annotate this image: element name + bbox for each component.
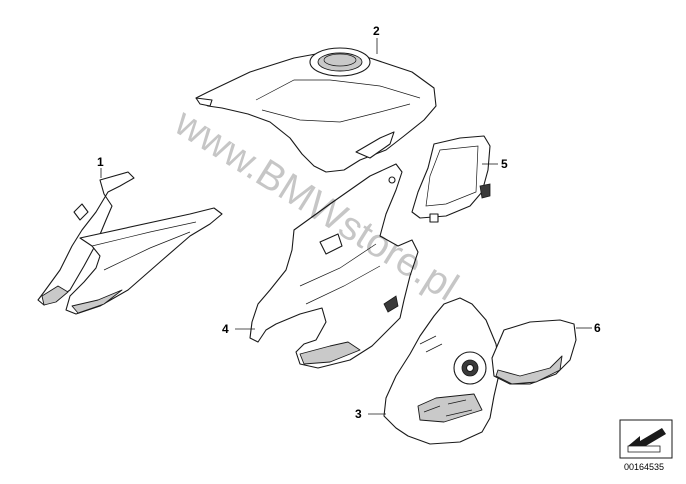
part-6-pad	[491, 319, 577, 385]
part-1-front-fairing	[37, 171, 223, 315]
arrow-box-icon	[619, 419, 673, 459]
callout-5: 5	[501, 157, 508, 171]
part-5-bracket-panel	[411, 135, 491, 223]
callout-1: 1	[97, 155, 104, 169]
callout-4: 4	[222, 322, 229, 336]
callout-6: 6	[594, 321, 601, 335]
callout-3: 3	[355, 407, 362, 421]
part-4-side-panel	[249, 163, 419, 369]
diagram-number: 00164535	[624, 462, 664, 472]
part-3-control-cover	[383, 297, 501, 445]
leader-lines	[100, 38, 592, 415]
callouts: 2 1 5 4 3 6	[97, 24, 601, 421]
callout-2: 2	[373, 24, 380, 38]
part-2-tank-cover	[195, 47, 437, 173]
